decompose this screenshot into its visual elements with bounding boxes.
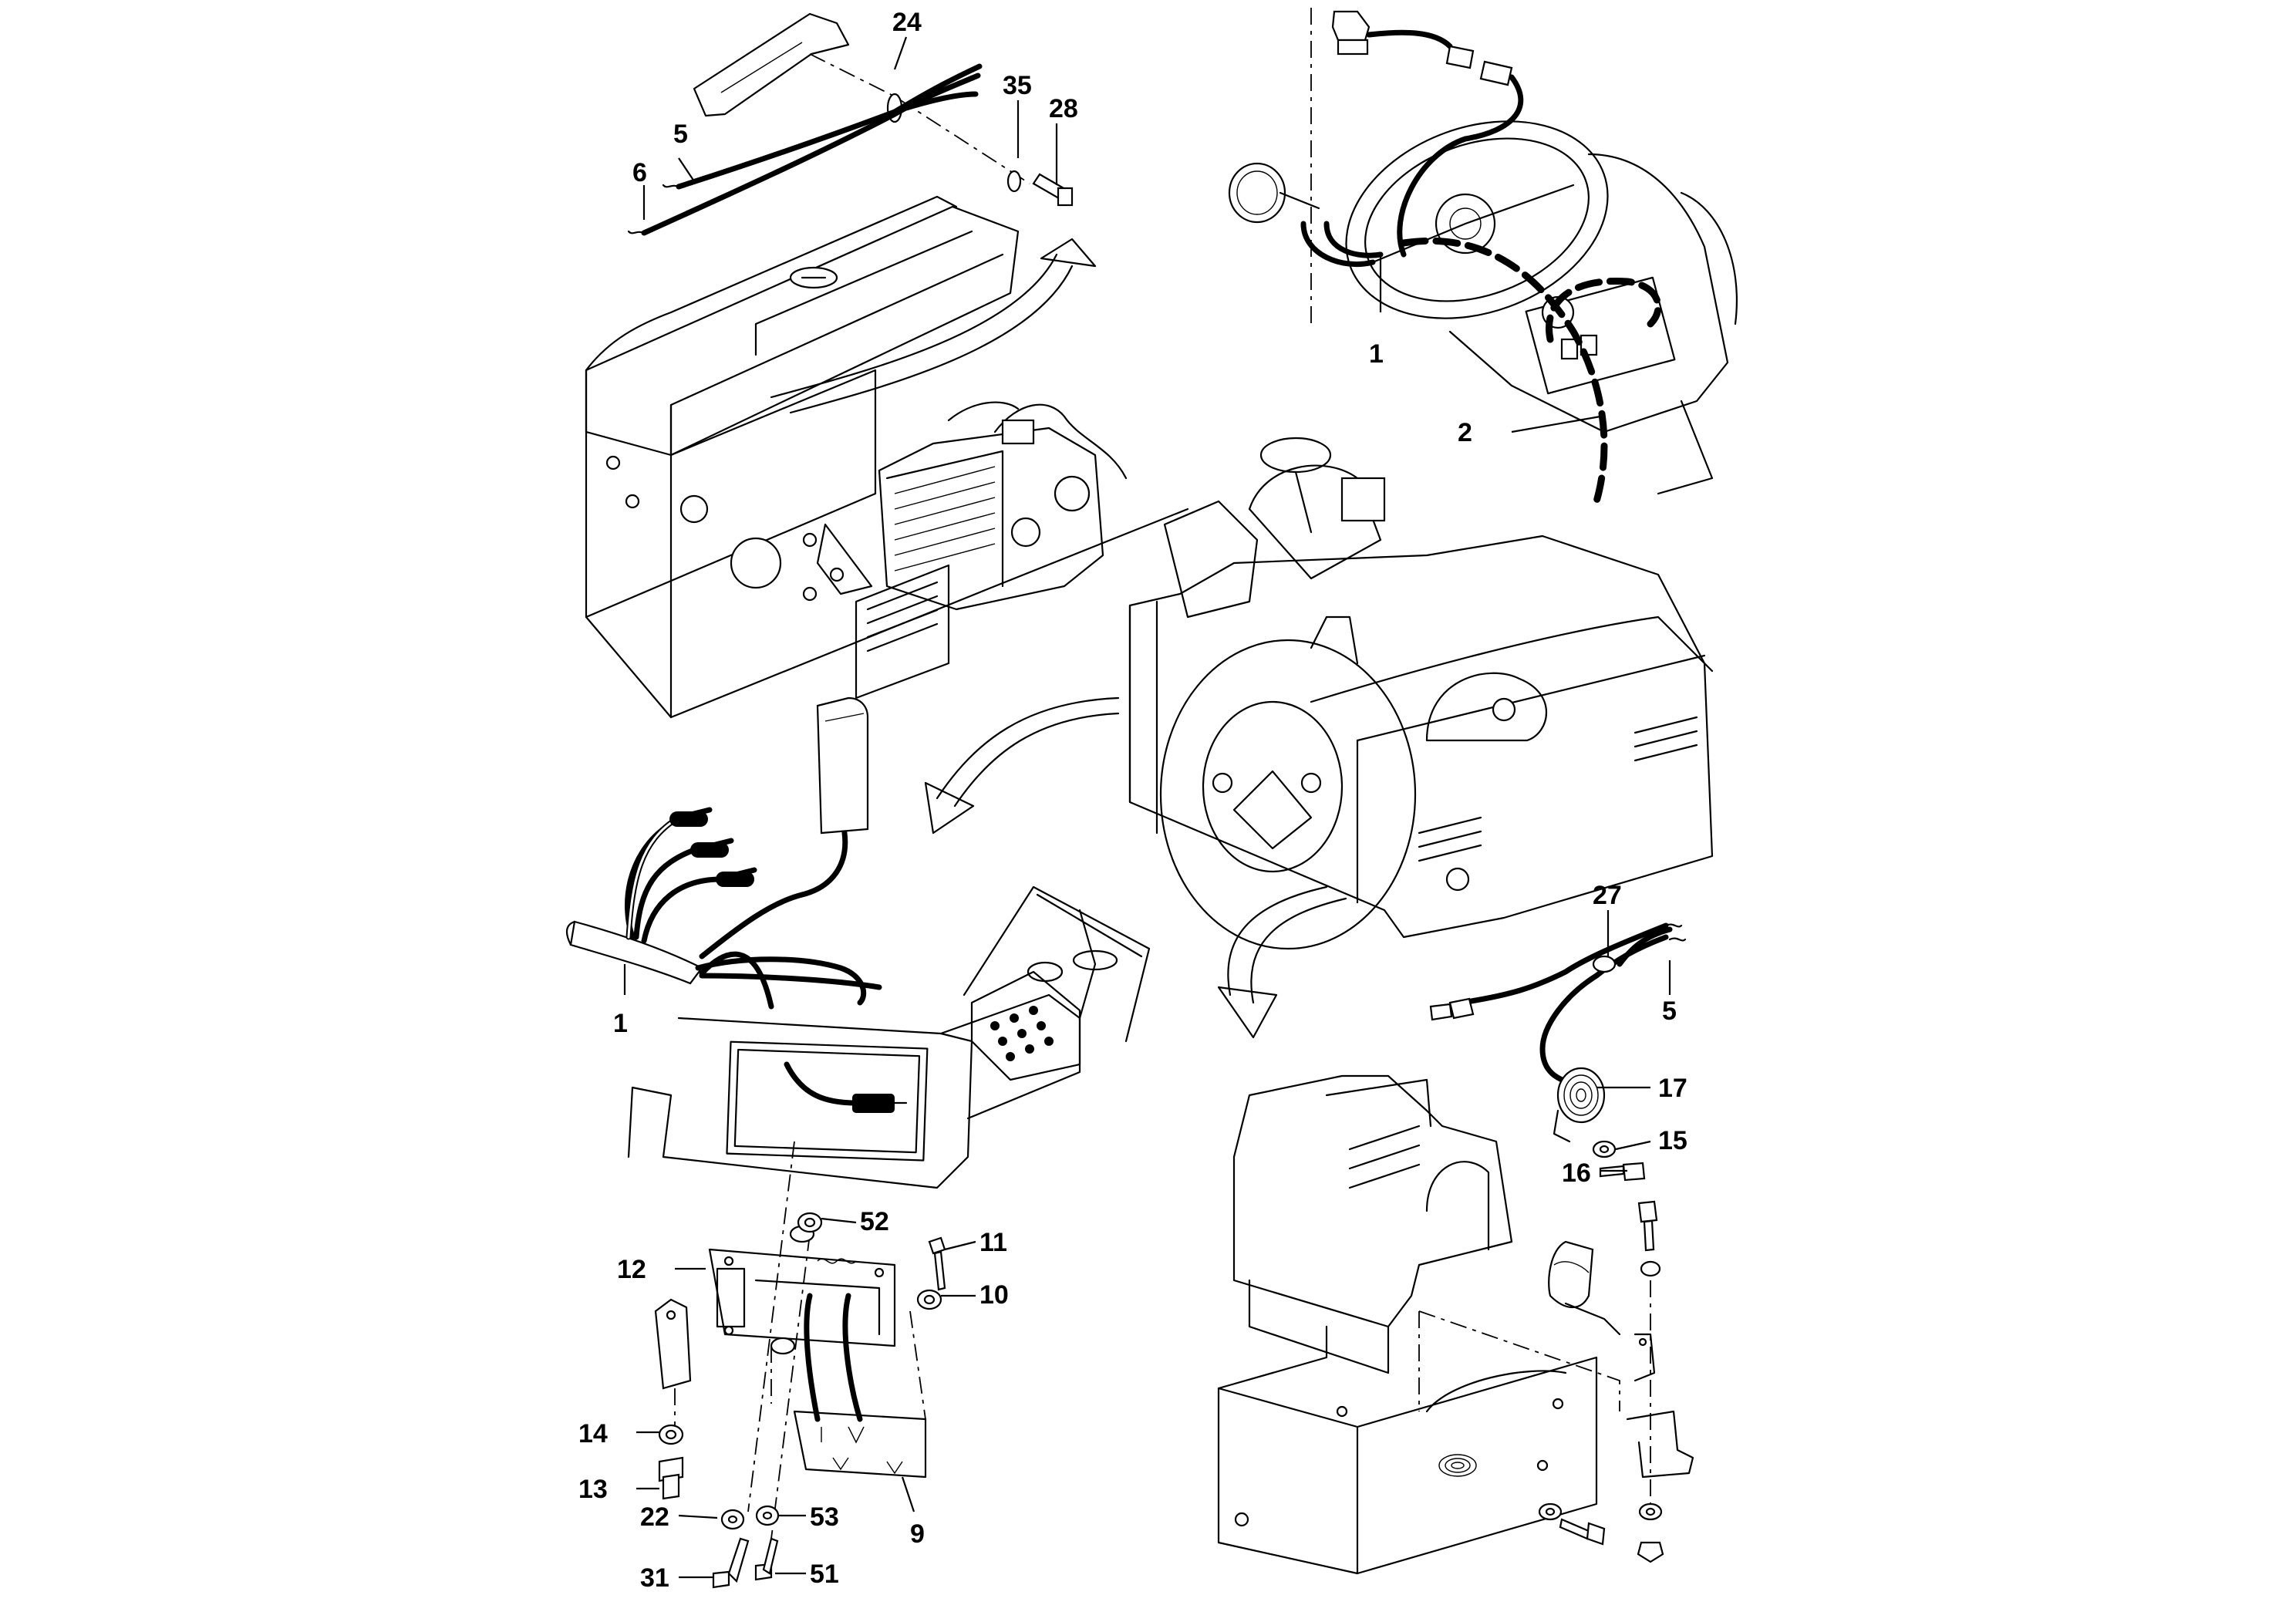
frame-holes — [605, 455, 845, 602]
callout-28: 28 — [1049, 94, 1078, 123]
callout-1: 1 — [1369, 339, 1384, 369]
callout-10: 10 — [979, 1280, 1009, 1310]
callout-labels: 24 35 28 5 6 1 2 1 52 11 12 10 14 13 22 … — [578, 8, 1687, 1593]
callout-1: 1 — [613, 1009, 628, 1038]
callout-24: 24 — [892, 8, 922, 37]
callout-16: 16 — [1562, 1158, 1591, 1188]
callout-11: 11 — [979, 1228, 1007, 1257]
arrow-icon — [770, 238, 1097, 414]
callout-27: 27 — [1593, 881, 1622, 910]
callout-9: 9 — [910, 1519, 925, 1549]
callout-6: 6 — [632, 158, 647, 187]
horn-detail — [1217, 922, 1694, 1575]
callout-2: 2 — [1458, 418, 1472, 447]
vent-icon — [1438, 1454, 1477, 1477]
connector-plug-icon — [669, 807, 757, 887]
rear-frame-drawing — [585, 195, 1189, 719]
callout-17: 17 — [1658, 1074, 1687, 1103]
arrow-icon — [924, 696, 1120, 835]
control-box-detail — [565, 696, 1151, 1589]
callout-51: 51 — [810, 1560, 839, 1589]
callout-5: 5 — [673, 120, 688, 149]
callout-13: 13 — [578, 1475, 608, 1504]
callout-31: 31 — [640, 1563, 669, 1593]
front-drum-drawing — [1128, 437, 1714, 950]
platform-holes — [990, 1006, 1054, 1061]
callout-5: 5 — [1662, 996, 1677, 1026]
callout-52: 52 — [860, 1207, 889, 1236]
callout-leaders — [623, 36, 1671, 1579]
callout-53: 53 — [810, 1502, 839, 1532]
callout-14: 14 — [578, 1419, 608, 1448]
callout-35: 35 — [1003, 71, 1032, 100]
dashboard-detail — [1228, 8, 1738, 505]
arrow-icon — [1217, 885, 1347, 1039]
cover-harness-detail — [627, 12, 1074, 236]
callout-12: 12 — [617, 1255, 646, 1284]
callout-22: 22 — [640, 1502, 669, 1532]
callout-15: 15 — [1658, 1126, 1687, 1155]
horn-icon — [1556, 1067, 1606, 1124]
engine-drawing — [878, 401, 1128, 611]
